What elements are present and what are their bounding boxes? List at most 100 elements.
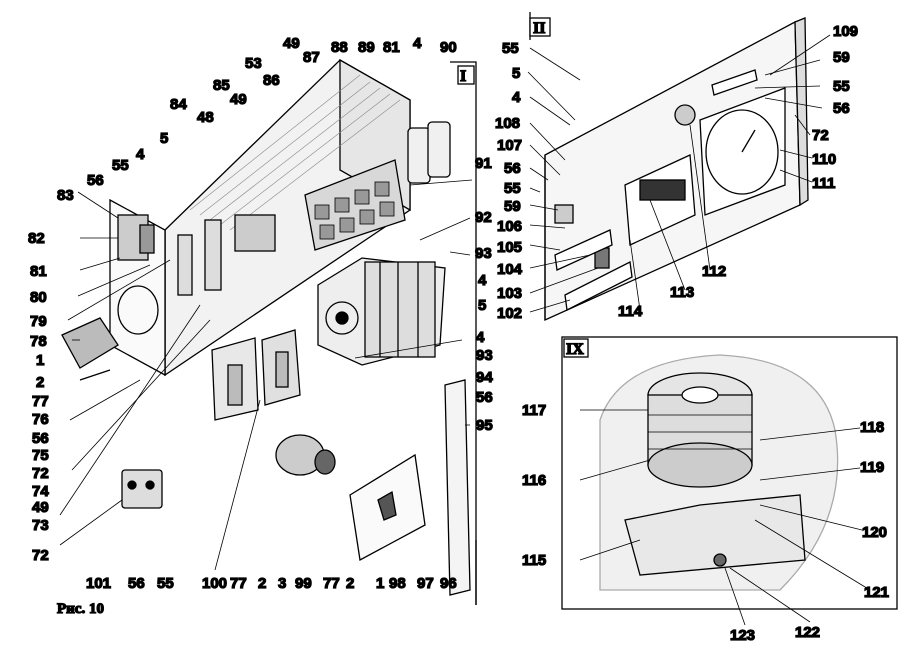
callout: 79 xyxy=(30,313,47,330)
callout: 55 xyxy=(502,40,519,57)
callout: 56 xyxy=(87,172,104,189)
frame-II-box xyxy=(529,17,551,37)
callout: 72 xyxy=(32,465,49,482)
callout: 109 xyxy=(833,23,858,40)
callout: 92 xyxy=(475,209,492,226)
callout: 94 xyxy=(476,369,493,386)
callout: 113 xyxy=(670,284,694,301)
callout: 89 xyxy=(358,39,375,56)
callout: 59 xyxy=(833,49,850,66)
callout: 5 xyxy=(512,65,520,82)
callout: 91 xyxy=(475,155,492,172)
callout: 110 xyxy=(812,151,836,168)
callout: 88 xyxy=(331,39,348,56)
cover-strip xyxy=(444,379,471,596)
callout: 85 xyxy=(213,77,230,94)
callout: 1 xyxy=(376,575,384,592)
callout: 105 xyxy=(497,239,522,256)
callout: 56 xyxy=(32,430,49,447)
callout: 80 xyxy=(30,289,47,306)
callout: 3 xyxy=(278,575,286,592)
callout: 119 xyxy=(860,459,884,476)
callout: 59 xyxy=(504,198,521,215)
callout: 102 xyxy=(497,305,522,322)
callout: 93 xyxy=(476,347,493,364)
callout: 95 xyxy=(476,417,493,434)
callout: 111 xyxy=(812,175,835,192)
frame-IX-border xyxy=(561,336,898,610)
callout: 86 xyxy=(263,72,280,89)
callout: 118 xyxy=(860,419,884,436)
relay-block xyxy=(304,159,406,251)
callout: 77 xyxy=(323,575,340,592)
callout: 55 xyxy=(112,157,129,174)
callout: 93 xyxy=(475,245,492,262)
indicator-lamp xyxy=(674,104,696,126)
callout: 123 xyxy=(730,627,755,644)
callouts-frame-I: 49 87 88 89 81 4 90 85 86 84 48 49 53 5 … xyxy=(27,34,494,592)
circuit-breakers xyxy=(211,329,301,421)
frame-label-IX: IX xyxy=(566,341,584,358)
callout: 2 xyxy=(36,374,44,391)
callout: 74 xyxy=(32,483,49,500)
callout: 4 xyxy=(512,89,521,106)
callout: 106 xyxy=(497,218,522,235)
leader-lines-IX xyxy=(579,409,871,626)
leader-lines-I xyxy=(59,179,473,571)
callout: 78 xyxy=(30,333,47,350)
callout: 2 xyxy=(258,575,266,592)
callout: 1 xyxy=(36,352,44,369)
autotransformer-assembly xyxy=(599,354,839,591)
callout: 49 xyxy=(230,91,247,108)
callout: 49 xyxy=(32,499,49,516)
callout: 55 xyxy=(504,180,521,197)
callout: 72 xyxy=(32,547,49,564)
callout: 48 xyxy=(197,109,214,126)
callout: 77 xyxy=(230,575,247,592)
callout: 90 xyxy=(440,39,457,56)
frame-label-I: I xyxy=(460,68,466,85)
callout: 96 xyxy=(440,575,457,592)
callouts-frame-IX: 117 118 116 119 120 115 121 123 122 xyxy=(521,401,889,644)
callout: 114 xyxy=(618,303,643,320)
callout: 84 xyxy=(170,96,187,113)
callout: 104 xyxy=(497,261,523,278)
panel-meter-dial xyxy=(699,87,786,216)
rotary-switch xyxy=(275,434,336,476)
callout: 77 xyxy=(32,393,49,410)
transformer-chassis xyxy=(317,257,446,366)
callout: 49 xyxy=(283,35,300,52)
callout: 117 xyxy=(522,402,546,419)
callout: 122 xyxy=(795,624,820,641)
callout: 56 xyxy=(833,100,850,117)
callout: 82 xyxy=(28,230,45,247)
frame-I-border xyxy=(450,61,477,605)
callout: 4 xyxy=(476,329,485,346)
callout: 81 xyxy=(30,263,47,280)
mounting-plate xyxy=(349,453,426,562)
label-plates xyxy=(554,69,758,311)
callout: 4 xyxy=(478,272,487,289)
callout: 101 xyxy=(86,575,111,592)
capacitors xyxy=(407,121,451,184)
frame-label-II: II xyxy=(533,20,545,37)
frame-I-box xyxy=(457,65,475,85)
callout: 98 xyxy=(389,575,406,592)
callout: 97 xyxy=(417,575,434,592)
callout: 75 xyxy=(32,447,49,464)
leader-lines-II xyxy=(527,34,831,313)
callout: 83 xyxy=(57,187,74,204)
callout: 120 xyxy=(862,524,887,541)
terminal-blocks xyxy=(177,214,276,296)
panel-meter-ammeter xyxy=(624,154,696,246)
callout: 108 xyxy=(495,115,520,132)
callout: 116 xyxy=(522,472,546,489)
callout: 56 xyxy=(504,160,521,177)
callout: 121 xyxy=(864,584,889,601)
toggle-switches xyxy=(554,204,610,269)
callout: 81 xyxy=(383,39,400,56)
callout: 55 xyxy=(833,78,850,95)
callout: 99 xyxy=(295,575,312,592)
